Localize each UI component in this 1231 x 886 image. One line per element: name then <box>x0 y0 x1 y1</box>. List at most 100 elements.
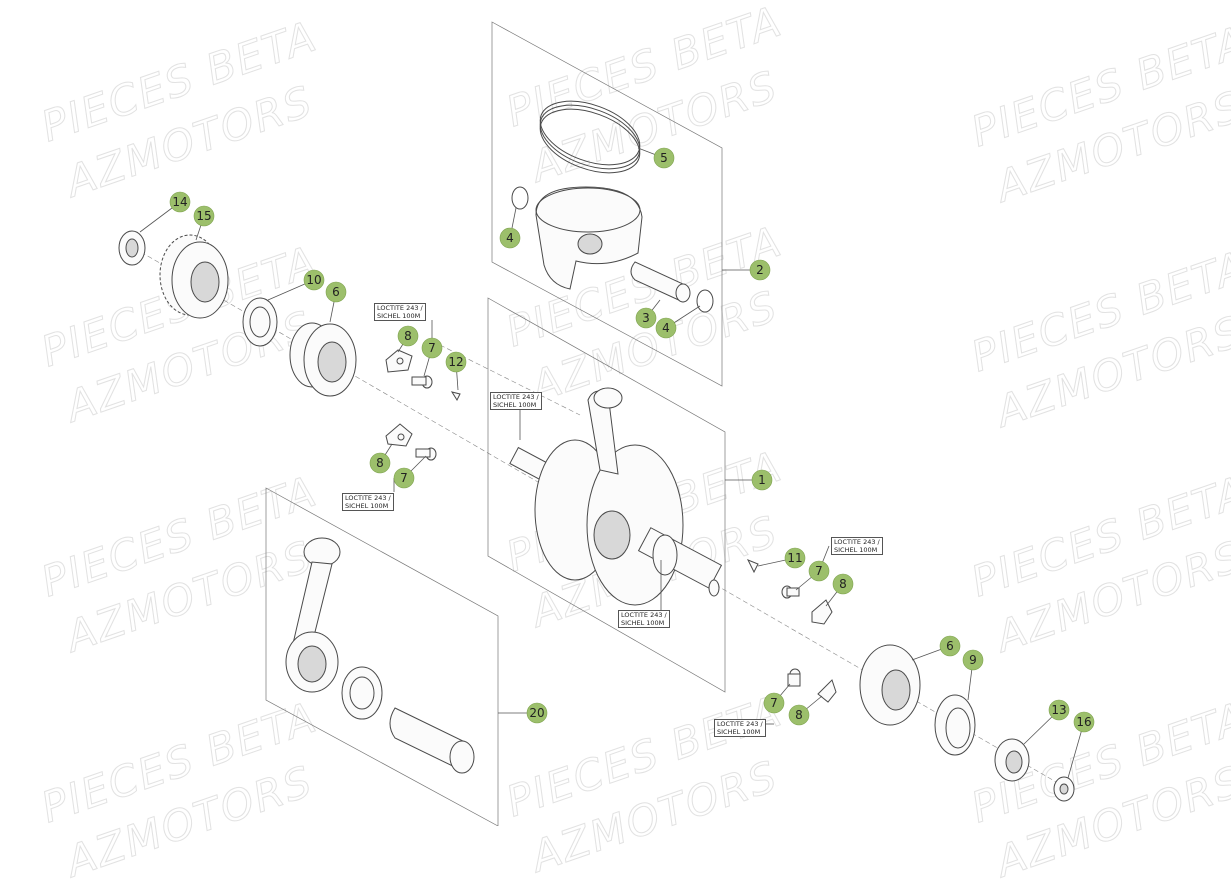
callout-16: 16 <box>1073 711 1095 733</box>
loctite-label-right: LOCTITE 243 / SICHEL 100M <box>831 537 883 555</box>
callout-5: 5 <box>653 147 675 169</box>
callout-7-right: 7 <box>808 560 830 582</box>
callout-9: 9 <box>962 649 984 671</box>
loctite-label-lower-left: LOCTITE 243 / SICHEL 100M <box>342 493 394 511</box>
callout-12: 12 <box>445 351 467 373</box>
callout-4-lower: 4 <box>655 317 677 339</box>
loctite-label-lower-right: LOCTITE 243 / SICHEL 100M <box>714 719 766 737</box>
loctite-label-line1: LOCTITE 243 / <box>834 538 880 546</box>
loctite-label-line1: LOCTITE 243 / <box>621 611 667 619</box>
callouts: 5 4 2 3 4 14 15 10 6 8 7 12 8 7 1 11 7 8… <box>169 147 1095 733</box>
callout-8-upper: 8 <box>397 325 419 347</box>
part-3-piston-pin <box>630 261 691 303</box>
callout-6-right: 6 <box>939 635 961 657</box>
callout-7-lower-left: 7 <box>393 467 415 489</box>
loctite-label-line1: LOCTITE 243 / <box>717 720 763 728</box>
part-4-circlip-lower <box>696 289 714 313</box>
part-20-needle-bearing <box>341 666 383 720</box>
svg-text:6: 6 <box>332 285 340 299</box>
svg-text:4: 4 <box>506 231 514 245</box>
part-15-gear <box>159 234 229 319</box>
svg-text:7: 7 <box>815 564 823 578</box>
svg-text:7: 7 <box>428 341 436 355</box>
svg-text:14: 14 <box>172 195 187 209</box>
part-10-seal <box>242 297 278 347</box>
callout-3: 3 <box>635 307 657 329</box>
svg-text:7: 7 <box>400 471 408 485</box>
loctite-label-line1: LOCTITE 243 / <box>493 393 539 401</box>
loctite-label-line2: SICHEL 100M <box>834 546 878 554</box>
piston-group-box <box>491 21 723 387</box>
callout-15: 15 <box>193 205 215 227</box>
part-16-nut <box>1053 776 1075 802</box>
loctite-label-line1: LOCTITE 243 / <box>345 494 391 502</box>
part-8-plate-lower-right <box>817 679 837 703</box>
svg-text:16: 16 <box>1076 715 1091 729</box>
part-5-piston-rings <box>539 100 641 174</box>
callout-20: 20 <box>526 702 548 724</box>
part-20-connecting-rod <box>285 537 341 693</box>
part-7-screw-upper <box>411 375 433 389</box>
part-6-bearing-right <box>859 644 921 726</box>
svg-text:1: 1 <box>758 473 766 487</box>
part-8-plate-right-upper <box>811 599 833 625</box>
svg-text:6: 6 <box>946 639 954 653</box>
part-11-key <box>746 559 759 574</box>
callout-8-right: 8 <box>832 573 854 595</box>
part-14-bearing <box>118 230 146 266</box>
svg-text:11: 11 <box>787 551 802 565</box>
callout-11: 11 <box>784 547 806 569</box>
loctite-label-line2: SICHEL 100M <box>377 312 421 320</box>
loctite-label-line2: SICHEL 100M <box>717 728 761 736</box>
loctite-label-upper-left: LOCTITE 243 / SICHEL 100M <box>374 303 426 321</box>
part-4-circlip-upper <box>511 186 529 210</box>
svg-text:3: 3 <box>642 311 650 325</box>
part-13-bearing <box>994 738 1030 782</box>
callout-7-lower-right: 7 <box>763 692 785 714</box>
callout-4-upper: 4 <box>499 227 521 249</box>
crankshaft-group-box <box>487 297 726 693</box>
svg-text:8: 8 <box>839 577 847 591</box>
part-6-bearing-left <box>289 322 357 397</box>
svg-text:12: 12 <box>448 355 463 369</box>
callout-8-lower-left: 8 <box>369 452 391 474</box>
part-8-plate-upper <box>385 349 413 373</box>
loctite-label-crank-bottom: LOCTITE 243 / SICHEL 100M <box>618 610 670 628</box>
svg-text:5: 5 <box>660 151 668 165</box>
callout-7-upper: 7 <box>421 337 443 359</box>
loctite-label-crank-top: LOCTITE 243 / SICHEL 100M <box>490 392 542 410</box>
svg-text:20: 20 <box>529 706 544 720</box>
callout-6-left: 6 <box>325 281 347 303</box>
part-7-screw-right-upper <box>781 585 800 599</box>
part-2-piston <box>535 186 643 290</box>
svg-text:10: 10 <box>306 273 321 287</box>
callout-14: 14 <box>169 191 191 213</box>
loctite-label-line1: LOCTITE 243 / <box>377 304 423 312</box>
callout-10: 10 <box>303 269 325 291</box>
svg-text:7: 7 <box>770 696 778 710</box>
callout-2: 2 <box>749 259 771 281</box>
conrod-group-box <box>265 487 499 826</box>
part-20-crank-pin <box>389 707 475 774</box>
svg-text:8: 8 <box>795 708 803 722</box>
svg-text:2: 2 <box>756 263 764 277</box>
callout-13: 13 <box>1048 699 1070 721</box>
part-7-screw-lower-left <box>415 447 437 461</box>
callout-8-lower-right: 8 <box>788 704 810 726</box>
svg-text:8: 8 <box>376 456 384 470</box>
part-1-crankshaft <box>509 387 723 606</box>
part-7-screw-lower-right <box>787 668 801 687</box>
svg-text:4: 4 <box>662 321 670 335</box>
callout-1: 1 <box>751 469 773 491</box>
svg-text:13: 13 <box>1051 703 1066 717</box>
svg-text:9: 9 <box>969 653 977 667</box>
svg-text:15: 15 <box>196 209 211 223</box>
part-8-plate-lower-left <box>385 423 413 447</box>
loctite-label-line2: SICHEL 100M <box>493 401 537 409</box>
loctite-label-line2: SICHEL 100M <box>621 619 665 627</box>
part-12-key <box>450 391 461 402</box>
part-9-seal-right <box>934 694 976 756</box>
loctite-label-line2: SICHEL 100M <box>345 502 389 510</box>
exploded-diagram: 5 4 2 3 4 14 15 10 6 8 7 12 8 7 1 11 7 8… <box>118 21 1095 826</box>
svg-text:8: 8 <box>404 329 412 343</box>
